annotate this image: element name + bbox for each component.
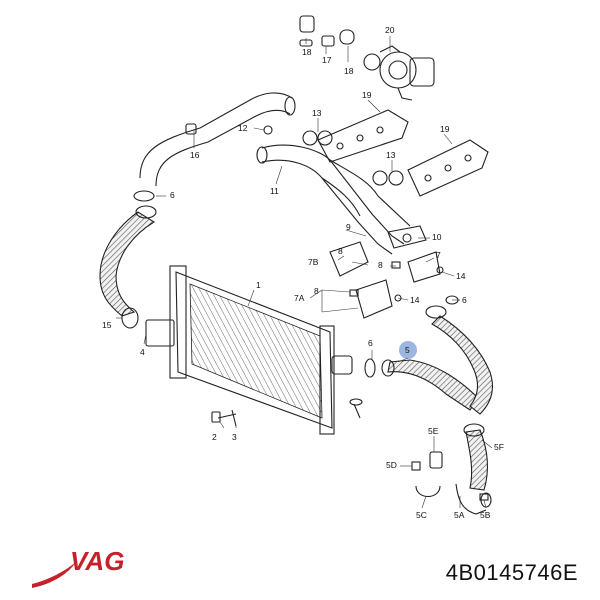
callout-6b: 6 bbox=[462, 295, 467, 305]
callout-5: 5 bbox=[405, 345, 410, 355]
callout-2: 2 bbox=[212, 432, 217, 442]
clamp-parts-top bbox=[299, 15, 355, 47]
part-number: 4B0145746E bbox=[445, 560, 578, 585]
callout-5c: 5C bbox=[416, 510, 427, 520]
intercooler bbox=[145, 265, 353, 435]
callout-20: 20 bbox=[385, 25, 395, 35]
callout-4: 4 bbox=[140, 347, 145, 357]
logo-text: VAG bbox=[70, 546, 124, 576]
callout-7b: 7B bbox=[308, 257, 319, 267]
callout-11: 11 bbox=[270, 186, 279, 196]
callout-18a: 18 bbox=[302, 47, 312, 57]
logo-swoosh bbox=[32, 562, 76, 588]
callout-14a: 14 bbox=[456, 271, 466, 281]
callout-5a: 5A bbox=[454, 510, 465, 520]
callout-14b: 14 bbox=[410, 295, 420, 305]
callout-5e: 5E bbox=[428, 426, 439, 436]
callout-19a: 19 bbox=[362, 90, 372, 100]
callout-6c: 6 bbox=[368, 338, 373, 348]
clamp-6-top bbox=[133, 190, 155, 202]
charge-air-hose-5 bbox=[381, 305, 493, 415]
exhaust-manifold-right bbox=[407, 139, 489, 197]
callout-15: 15 bbox=[102, 320, 112, 330]
callout-3: 3 bbox=[232, 432, 237, 442]
bolts-lower bbox=[211, 398, 363, 427]
callout-9: 9 bbox=[346, 222, 351, 232]
leader-lines bbox=[116, 36, 493, 509]
callout-12: 12 bbox=[238, 123, 248, 133]
callout-7a: 7A bbox=[294, 293, 305, 303]
intake-pipe bbox=[256, 144, 411, 255]
callout-19b: 19 bbox=[440, 124, 450, 134]
callout-labels: 20 18 17 18 19 19 13 12 13 16 11 6 9 10 … bbox=[102, 25, 504, 520]
callout-16: 16 bbox=[190, 150, 200, 160]
flange-10 bbox=[387, 225, 427, 249]
callout-1: 1 bbox=[256, 280, 261, 290]
callout-10: 10 bbox=[432, 232, 442, 242]
callout-5f: 5F bbox=[494, 442, 504, 452]
callout-5d: 5D bbox=[386, 460, 397, 470]
highlight-marker bbox=[399, 341, 417, 359]
gaskets bbox=[263, 125, 404, 186]
callout-5b: 5B bbox=[480, 510, 491, 520]
callout-18b: 18 bbox=[344, 66, 354, 76]
turbocharger bbox=[363, 45, 435, 101]
hose-left bbox=[99, 205, 157, 329]
callout-13b: 13 bbox=[386, 150, 396, 160]
callout-8b: 8 bbox=[378, 260, 383, 270]
callout-8c: 8 bbox=[314, 286, 319, 296]
callout-13a: 13 bbox=[312, 108, 322, 118]
vag-logo: VAG bbox=[32, 546, 124, 588]
brackets bbox=[329, 241, 444, 319]
charge-air-pipe-upper bbox=[139, 92, 296, 187]
callout-17: 17 bbox=[322, 55, 332, 65]
callout-8a: 8 bbox=[338, 246, 343, 256]
callout-6a: 6 bbox=[170, 190, 175, 200]
callout-7: 7 bbox=[436, 250, 441, 260]
